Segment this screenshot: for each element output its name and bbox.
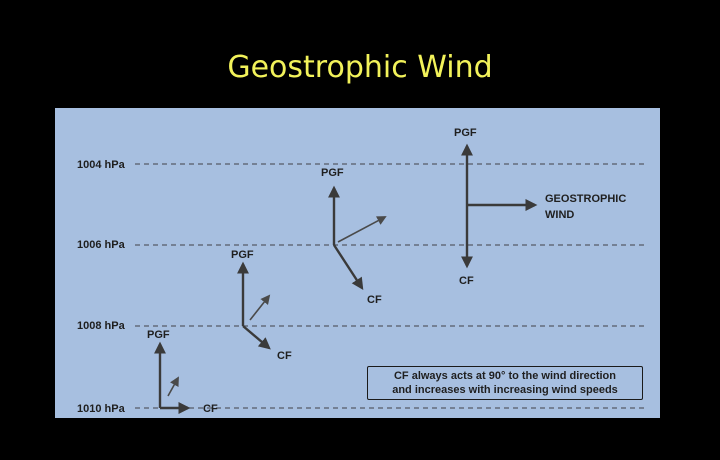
cf-label: CF — [459, 275, 474, 287]
isobar-1004: 1004 hPa — [77, 159, 645, 171]
stage-2: PGF CF — [231, 249, 292, 362]
wind-arrow — [249, 294, 271, 321]
diagram-panel: 1004 hPa 1006 hPa 1008 hPa 1010 hPa PGF … — [55, 108, 660, 418]
isobar-1010: 1010 hPa — [77, 403, 645, 415]
cf-label: CF — [277, 350, 292, 362]
cf-label: CF — [203, 403, 218, 415]
geostrophic-wind-diagram: 1004 hPa 1006 hPa 1008 hPa 1010 hPa PGF … — [55, 108, 660, 418]
isobar-label: 1010 hPa — [77, 403, 126, 415]
isobar-label: 1006 hPa — [77, 239, 126, 251]
geostrophic-wind-label-line2: WIND — [545, 209, 574, 221]
slide-title: Geostrophic Wind — [227, 50, 493, 85]
pgf-label: PGF — [147, 329, 170, 341]
isobar-1006: 1006 hPa — [77, 239, 645, 251]
pgf-label: PGF — [231, 249, 254, 261]
cf-arrow — [242, 325, 271, 350]
wind-arrow — [337, 216, 387, 243]
note-line-2: and increases with increasing wind speed… — [392, 384, 618, 396]
cf-label: CF — [367, 294, 382, 306]
pgf-label: PGF — [321, 167, 344, 179]
isobar-label: 1004 hPa — [77, 159, 126, 171]
stage-1: PGF CF — [147, 329, 218, 415]
note-line-1: CF always acts at 90° to the wind direct… — [393, 370, 616, 382]
geostrophic-wind-label-line1: GEOSTROPHIC — [545, 193, 626, 205]
stage-3: PGF CF — [321, 167, 387, 306]
wind-arrow — [167, 376, 179, 397]
note-box: CF always acts at 90° to the wind direct… — [367, 366, 643, 400]
isobar-label: 1008 hPa — [77, 320, 126, 332]
stage-4: PGF CF GEOSTROPHIC WIND — [454, 127, 626, 287]
isobar-1008: 1008 hPa — [77, 320, 645, 332]
pgf-label: PGF — [454, 127, 477, 139]
cf-arrow — [332, 244, 364, 291]
